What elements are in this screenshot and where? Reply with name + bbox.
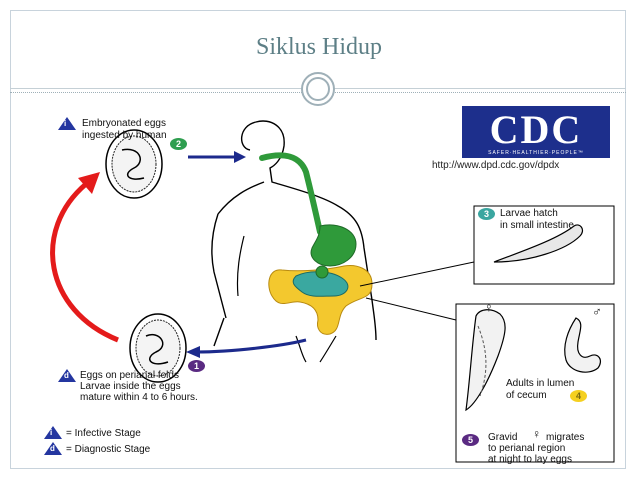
cdc-logo-text: CDC — [489, 107, 583, 152]
adult-male-drawing — [564, 317, 602, 373]
arrow-red-cycle-head — [78, 172, 100, 194]
step5-line4: at night to lay eggs — [488, 454, 572, 465]
cdc-url: http://www.dpd.cdc.gov/dpdx — [432, 160, 560, 171]
step5-badge: 5 — [462, 434, 479, 446]
step3-line2: in small intestine — [500, 220, 574, 231]
diagnostic-marker-step1: d — [58, 369, 76, 382]
egg-embryonated-larva — [121, 148, 145, 180]
cdc-tagline: SAFER·HEALTHIER·PEOPLE™ — [488, 150, 584, 156]
step2-badge: 2 — [170, 138, 187, 150]
step3-line1: Larvae hatch — [500, 208, 558, 219]
adult-female-drawing — [465, 309, 506, 412]
step1-line2: Larvae inside the eggs — [80, 381, 181, 392]
adult-female-body — [477, 325, 487, 397]
legend-diagnostic-text: = Diagnostic Stage — [66, 444, 151, 455]
step1-badge: 1 — [188, 360, 205, 372]
legend-infective-text: = Infective Stage — [66, 428, 141, 439]
slide-title: Siklus Hidup — [255, 34, 383, 60]
egg-perianal-larva — [145, 333, 169, 365]
arrow-red-cycle — [50, 182, 119, 343]
cdc-logo: CDC SAFER·HEALTHIER·PEOPLE™ — [462, 106, 610, 158]
step3-badge: 3 — [478, 208, 495, 220]
step5-female-symbol: ♀ — [532, 427, 541, 441]
step4-line2: of cecum — [506, 390, 547, 401]
esophagus — [259, 152, 323, 235]
callout-line-small-intestine — [359, 261, 475, 287]
larva-drawing — [493, 224, 584, 263]
arrow-perianal — [195, 338, 307, 354]
egg-embryonated-inner — [111, 135, 157, 193]
infective-marker-top: i — [58, 117, 76, 130]
egg-perianal-inner — [135, 319, 181, 377]
human-leg-line — [295, 335, 337, 363]
legend-diagnostic-marker: d — [44, 442, 62, 455]
human-body-outline — [211, 120, 377, 347]
step4-badge: 4 — [570, 390, 587, 402]
step4-line1: Adults in lumen — [506, 378, 575, 389]
step5-line2: migrates — [546, 432, 585, 443]
life-cycle-diagram — [20, 104, 618, 469]
male-symbol: ♂ — [592, 304, 602, 319]
step2-line2: ingested by human — [82, 130, 167, 141]
human-arm-left — [236, 235, 245, 297]
step5-line3: to perianal region — [488, 443, 566, 454]
callout-line-cecum — [365, 297, 457, 321]
step2-line1: Embryonated eggs — [82, 118, 166, 129]
cecum-marker — [315, 265, 329, 279]
arrow-ingest-head — [234, 151, 246, 163]
female-symbol: ♀ — [484, 300, 494, 315]
step5-line1: Gravid — [488, 432, 518, 443]
small-intestine — [292, 271, 349, 297]
step1-line1: Eggs on perianal folds — [80, 370, 179, 381]
arrow-perianal-head — [186, 346, 200, 358]
divider-ornament-inner — [306, 77, 330, 101]
legend-infective-marker: i — [44, 426, 62, 439]
step1-line3: mature within 4 to 6 hours. — [80, 392, 198, 403]
stomach — [310, 224, 357, 267]
